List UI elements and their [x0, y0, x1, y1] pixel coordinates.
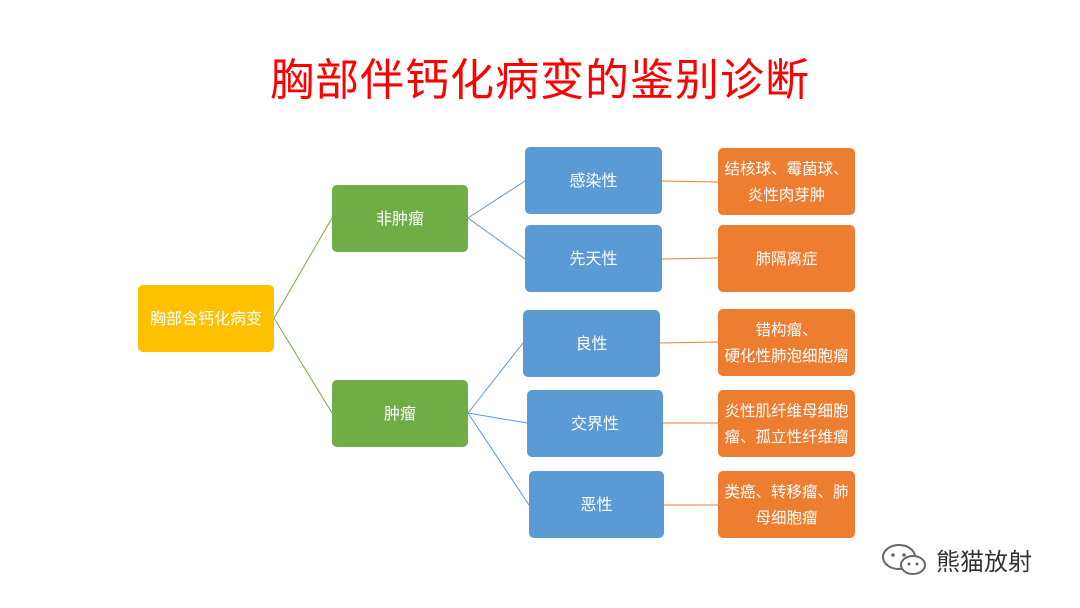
detail-line: 炎性肌纤维母细胞 [724, 401, 849, 420]
detail-line: 瘤、孤立性纤维瘤 [724, 427, 849, 446]
link-nontumor-congenital [467, 217, 526, 260]
node-borderline: 交界性 [527, 390, 663, 457]
node-congenital-detail: 肺隔离症 [718, 225, 855, 292]
node-malignant: 恶性 [529, 471, 664, 538]
link-root-nontumor [273, 217, 333, 319]
detail-line: 母细胞瘤 [755, 508, 818, 527]
detail-line: 肺隔离症 [755, 249, 818, 268]
node-benign: 良性 [523, 310, 660, 377]
watermark: 熊猫放射 [880, 542, 1032, 577]
link-l3-1 [661, 180, 719, 183]
node-tumor: 肿瘤 [332, 380, 468, 447]
node-congenital: 先天性 [525, 225, 662, 292]
link-l3-2 [661, 257, 719, 260]
link-l3-3 [659, 341, 719, 344]
link-tumor-borderline [467, 412, 528, 424]
node-benign-detail: 错构瘤、 硬化性肺泡细胞瘤 [718, 309, 855, 376]
link-tumor-benign [467, 342, 524, 414]
detail-line: 硬化性肺泡细胞瘤 [724, 346, 849, 365]
node-borderline-detail: 炎性肌纤维母细胞 瘤、孤立性纤维瘤 [718, 390, 855, 457]
node-infectious: 感染性 [525, 147, 662, 214]
detail-line: 结核球、霉菌球、 [724, 159, 849, 178]
link-tumor-malignant [467, 412, 530, 506]
detail-line: 错构瘤、 [755, 320, 818, 339]
root-node: 胸部含钙化病变 [138, 285, 274, 352]
wechat-icon [882, 543, 926, 575]
node-malignant-detail: 类癌、转移瘤、肺 母细胞瘤 [718, 471, 855, 538]
watermark-text: 熊猫放射 [936, 548, 1032, 576]
node-non-tumor: 非肿瘤 [332, 185, 468, 252]
detail-line: 类癌、转移瘤、肺 [724, 482, 849, 501]
link-root-tumor [273, 317, 333, 414]
node-infectious-detail: 结核球、霉菌球、 炎性肉芽肿 [718, 148, 855, 215]
detail-line: 炎性肉芽肿 [747, 185, 826, 204]
page-title: 胸部伴钙化病变的鉴别诊断 [270, 55, 810, 106]
link-nontumor-infect [467, 180, 526, 219]
